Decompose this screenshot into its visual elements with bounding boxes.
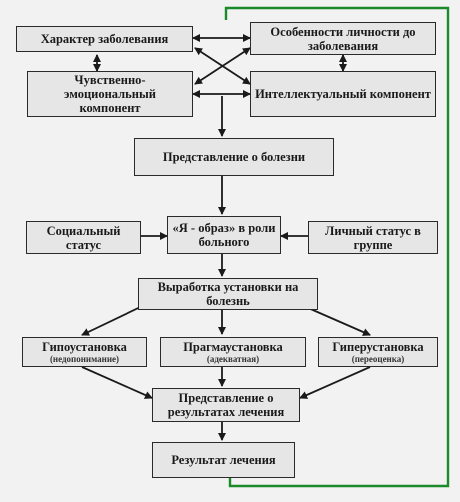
box-hyper: Гиперустановка (переоценка) [318, 337, 438, 367]
box-pragma: Прагмаустановка (адекватная) [160, 337, 306, 367]
box-hypo: Гипоустановка (недопонимание) [22, 337, 147, 367]
box-intellectual: Интеллектуальный компонент [250, 71, 436, 117]
box-sensory-emotional: Чувственно-эмоциональный компонент [27, 71, 193, 117]
label-personal-status: Личный статус в группе [325, 223, 421, 252]
box-treatment-result: Результат лечения [152, 442, 295, 478]
label-pragma-note: (адекватная) [206, 354, 260, 364]
box-social-status: Социальный статус [26, 221, 141, 254]
label-hypo: Гипоустановка [42, 340, 127, 354]
box-personal-status: Личный статус в группе [308, 221, 438, 254]
label-pragma: Прагмаустановка [183, 340, 283, 354]
label-self-image: «Я - образ» в роли больного [172, 221, 276, 249]
label-social-status: Социальный статус [46, 223, 121, 252]
label-attitude-formation: Выработка установки на болезнь [157, 280, 299, 308]
box-treatment-results-representation: Представление о результатах лечения [152, 388, 300, 422]
box-self-image: «Я - образ» в роли больного [167, 216, 281, 254]
arrow-personality-sensory [194, 47, 251, 85]
label-hyper-note: (переоценка) [351, 354, 405, 364]
box-disease-representation: Представление о болезни [134, 138, 334, 176]
arrow-hypo-results [81, 366, 153, 399]
label-sensory-emotional: Чувственно-эмоциональный компонент [64, 73, 156, 115]
box-personality-before: Особенности личности до заболевания [250, 22, 436, 55]
label-disease-representation: Представление о болезни [162, 150, 306, 164]
box-disease-nature: Характер заболевания [16, 26, 193, 52]
label-intellectual: Интеллектуальный компонент [255, 87, 431, 101]
label-treatment-result: Результат лечения [171, 453, 276, 467]
arrow-hyper-results [299, 366, 371, 399]
label-hyper: Гиперустановка [332, 340, 424, 354]
box-attitude-formation: Выработка установки на болезнь [138, 278, 318, 310]
label-personality-before: Особенности личности до заболевания [270, 24, 416, 53]
label-treatment-results-representation: Представление о результатах лечения [167, 391, 285, 419]
label-disease-nature: Характер заболевания [40, 32, 169, 46]
label-hypo-note: (недопонимание) [49, 354, 120, 364]
